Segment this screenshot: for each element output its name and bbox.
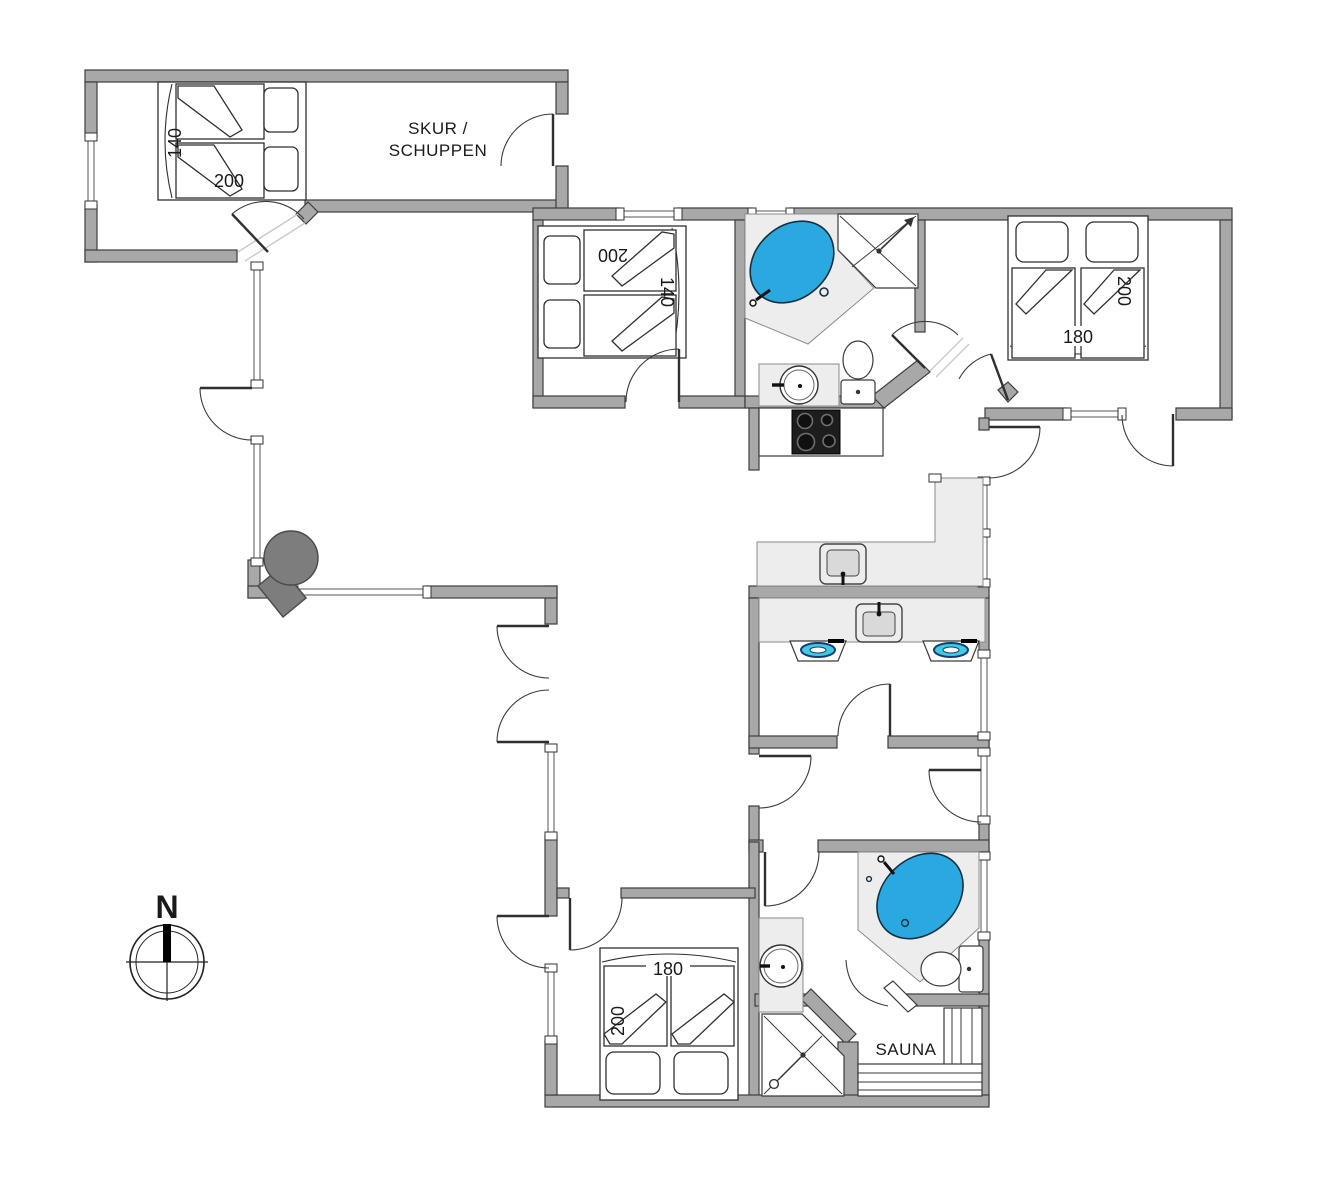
dryer	[922, 639, 980, 662]
sauna-label: SAUNA	[875, 1040, 936, 1059]
bed-north	[537, 225, 687, 359]
shower-south	[761, 1013, 845, 1097]
sink-north	[758, 363, 840, 407]
sauna	[845, 959, 983, 1097]
bed-east	[1007, 215, 1149, 361]
bathroom-north	[744, 213, 919, 407]
utility-room	[758, 597, 986, 662]
compass: N	[126, 889, 208, 1001]
stove-counter	[758, 407, 884, 457]
bed-nw-length: 200	[214, 171, 244, 191]
bed-n-width: 140	[657, 277, 677, 307]
sauna-door-arc	[845, 959, 889, 1007]
north-needle	[163, 924, 171, 962]
utility-sink	[855, 602, 903, 643]
bed-e-width: 180	[1063, 327, 1093, 347]
kitchen-counter	[756, 473, 984, 587]
sauna-door-panel	[883, 980, 918, 1013]
toilet-north	[840, 340, 876, 405]
toilet-south	[920, 945, 984, 993]
kitchen-sink	[819, 543, 867, 585]
bed-s-length: 200	[608, 1006, 628, 1036]
label-backing	[1056, 326, 1100, 346]
labels: SKUR / SCHUPPEN SAUNA 140 200 200 140 20…	[165, 119, 1134, 1059]
bed-n-length: 200	[598, 245, 628, 265]
bed-nw-width: 140	[165, 128, 185, 158]
corner-shower-north	[837, 213, 919, 289]
bathroom-south	[758, 851, 984, 1013]
doors	[199, 113, 1175, 969]
washing-machine	[789, 639, 847, 662]
shed-label-line2: SCHUPPEN	[389, 141, 487, 160]
bed-e-length: 200	[1114, 276, 1134, 306]
bed-northwest	[157, 81, 307, 201]
label-backing	[646, 958, 690, 976]
compass-north-label: N	[155, 889, 178, 925]
shed-label-line1: SKUR /	[408, 119, 468, 138]
corner-bathtub-north	[744, 213, 875, 345]
bed-s-width: 180	[653, 959, 683, 979]
sink-south	[758, 917, 804, 1013]
wood-stove	[257, 530, 319, 618]
